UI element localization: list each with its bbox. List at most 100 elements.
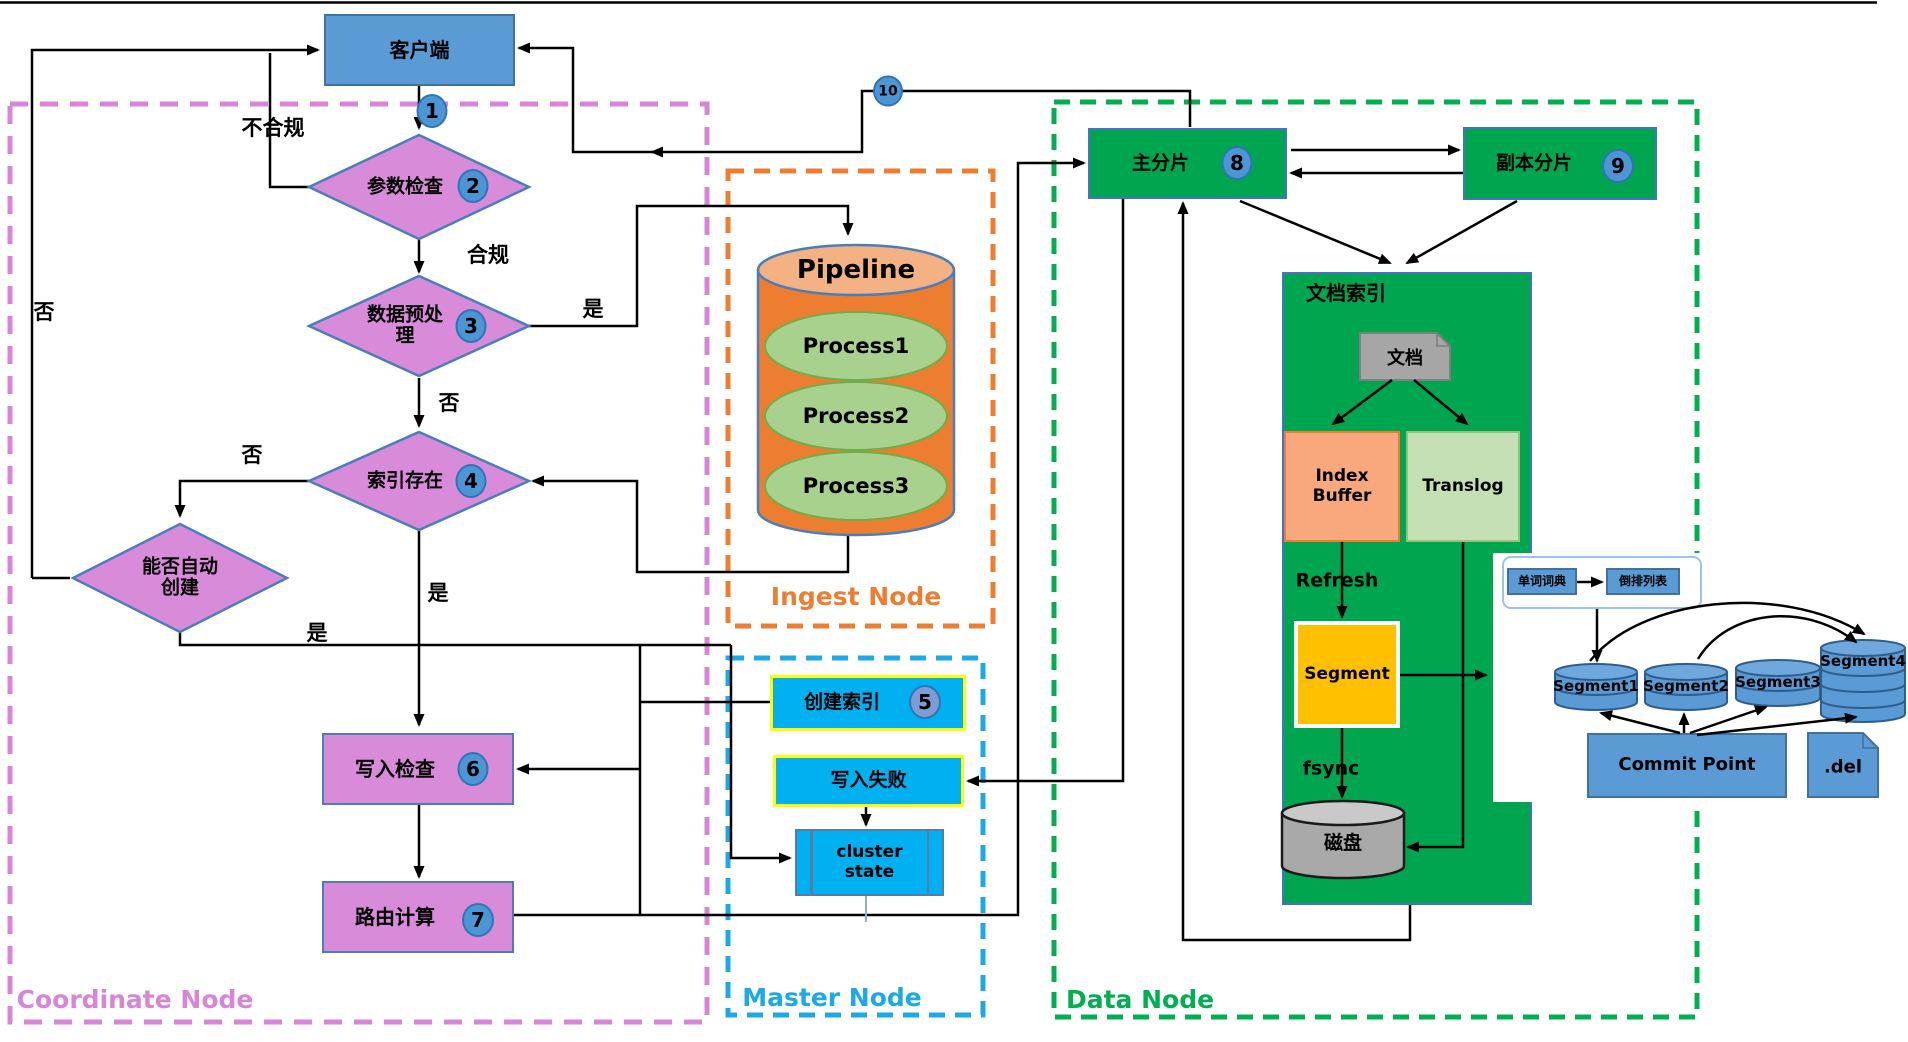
diamond-auto-create [70,522,290,634]
box-translog-label: Translog [1422,475,1504,496]
doc-del-file: .del [1807,732,1879,798]
cylinder-segment2-top [1644,663,1728,681]
connector-pipeline-return [531,475,850,574]
cylinder-pipeline-top [756,243,956,297]
box-cluster-state: cluster state [795,829,944,896]
step-circle-6: 6 [457,752,489,786]
section-coordinate-node-label: Coordinate Node [16,985,254,1014]
connector-loop-no-to-client [30,44,320,578]
cylinder-segment4-band [1820,667,1906,677]
doc-del-file-label: .del [1824,757,1862,778]
connector-commit-to-seg3 [1689,705,1768,735]
cylinder-segment1-top [1554,663,1638,681]
cylinder-segment2-band [1644,686,1728,696]
cylinder-segment4-band [1820,699,1906,709]
cylinder-segment1-band [1554,686,1638,696]
cylinder-disk-label: 磁盘 [1324,831,1362,854]
cylinder-segment4: Segment4 [1820,639,1906,723]
connector-primary-to-docindex [1239,199,1392,265]
doc-del-file-shape [1807,732,1879,798]
box-primary-shard: 主分片 [1088,128,1287,199]
cylinder-segment4-body [1820,648,1906,723]
cylinder-segment4-top [1820,639,1906,657]
step-circle-7: 7 [462,903,494,937]
ellipse-process3 [764,451,948,521]
box-translog: Translog [1406,431,1520,542]
cylinder-segment4-label: Segment4 [1820,652,1906,670]
connector-preprocess-yes-to-pipeline [529,204,854,328]
box-commit-point: Commit Point [1587,733,1787,798]
doc-del-file-fold [1862,733,1878,749]
step-circle-4: 4 [455,464,487,498]
flow-label-shi-2: 是 [427,581,449,606]
diamond-param-check [306,133,532,241]
section-data-node-label: Data Node [1065,985,1215,1014]
box-commit-point-label: Commit Point [1618,754,1756,776]
flow-label-refresh: Refresh [1295,569,1379,592]
ellipse-process1-label: Process1 [803,334,909,358]
step-circle-9: 9 [1602,149,1634,183]
box-postings-list: 倒排列表 [1606,568,1680,595]
flow-label-shi-3: 是 [306,621,328,646]
step-circle-1: 1 [416,94,448,128]
cylinder-segment3-band [1735,682,1821,692]
box-route-calc-label: 路由计算 [355,904,435,929]
box-write-fail: 写入失败 [773,755,964,807]
cylinder-disk: 磁盘 [1280,799,1406,880]
cylinder-segment1: Segment1 [1553,663,1639,711]
connector-to-cluster-state [729,645,792,864]
diamond-preprocess-label: 数据预处 理 [366,303,444,347]
connector-commit-to-seg4 [1696,712,1858,737]
connector-replica-to-docindex [1405,199,1518,265]
cylinder-segment1-body [1554,672,1638,711]
flow-label-hegui: 合规 [467,243,509,268]
flow-label-fou-1: 否 [438,391,460,416]
cylinder-disk-body [1280,813,1406,880]
section-master-node-border [725,655,986,1018]
box-segment: Segment [1294,621,1400,728]
doc-document-shape [1359,332,1451,381]
flow-label-bu-hegui: 不合规 [241,116,305,141]
flow-label-shi-1: 是 [582,297,604,322]
box-create-index: 创建索引 [770,675,966,731]
box-postings-list-label: 倒排列表 [1618,573,1667,588]
ellipse-process3-label: Process3 [803,474,909,498]
section-ingest-node-border [725,168,996,629]
connector-translog-to-disk [1406,542,1465,853]
flow-label-fou-2: 否 [241,443,263,468]
doc-document: 文档 [1359,332,1451,381]
diamond-index-exists [305,430,533,532]
section-coordinate-node-border [7,101,710,1025]
cylinder-segment2-label: Segment2 [1643,677,1729,695]
step-circle-8: 8 [1221,146,1253,180]
step-circle-2: 2 [457,169,489,203]
connector-doc-to-buffer [1331,378,1393,426]
flow-label-fsync: fsync [1302,757,1360,780]
section-master-node-label: Master Node [742,983,922,1012]
ellipse-process2-label: Process2 [803,404,909,428]
connector-path-10-to-client [517,42,1192,154]
box-index-buffer-label: Index Buffer [1312,465,1372,506]
connector-commit-to-seg1 [1599,710,1681,735]
cylinder-segment3-body [1735,668,1821,707]
cylinder-segment1-label: Segment1 [1553,677,1639,695]
diamond-preprocess [305,274,533,378]
step-circle-3: 3 [455,309,487,343]
section-ingest-node-label: Ingest Node [770,582,942,611]
connector-doc-to-translog [1413,379,1469,426]
box-client-label: 客户端 [389,37,450,62]
box-primary-shard-label: 主分片 [1131,151,1189,174]
diamond-param-check-label: 参数检查 [366,175,444,198]
cylinder-pipeline-label: Pipeline [797,255,915,285]
box-term-dictionary: 单词词典 [1507,568,1577,595]
connector-seg2-arc-to-seg4 [1696,615,1858,660]
diamond-index-exists-label: 索引存在 [366,469,444,492]
cylinder-segment3: Segment3 [1735,659,1821,707]
box-create-index-label: 创建索引 [803,691,880,714]
doc-index-panel-title: 文档索引 [1306,280,1386,305]
cylinder-segment2: Segment2 [1643,663,1729,711]
connector-disk-return-to-primary [1177,201,1412,942]
